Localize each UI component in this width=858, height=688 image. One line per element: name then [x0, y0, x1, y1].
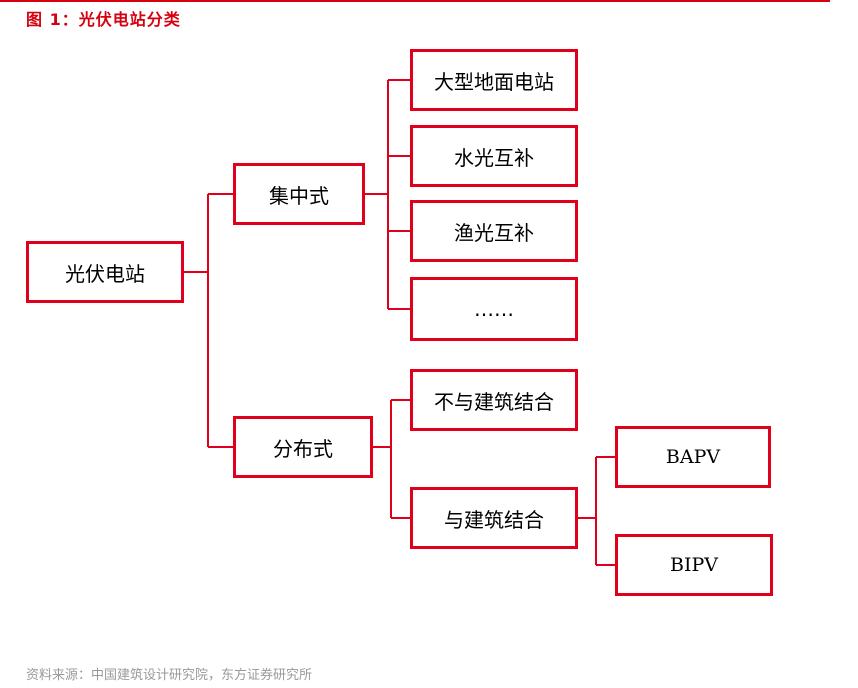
source-note: 资料来源：中国建筑设计研究院，东方证券研究所	[26, 668, 313, 683]
header-rule	[0, 0, 830, 2]
node-photovoltaic-station: 光伏电站	[26, 241, 184, 303]
node-building-integrated: 与建筑结合	[410, 487, 578, 549]
node-hydro-solar-complement: 水光互补	[410, 125, 578, 187]
node-bapv: BAPV	[615, 426, 771, 488]
node-not-building-integrated: 不与建筑结合	[410, 369, 578, 431]
node-centralized: 集中式	[233, 163, 365, 225]
node-distributed: 分布式	[233, 416, 373, 478]
node-large-ground-station: 大型地面电站	[410, 49, 578, 111]
node-bipv: BIPV	[615, 534, 773, 596]
node-fishery-solar-complement: 渔光互补	[410, 200, 578, 262]
figure-title: 图 1：光伏电站分类	[26, 10, 181, 29]
node-ellipsis: ……	[410, 277, 578, 341]
